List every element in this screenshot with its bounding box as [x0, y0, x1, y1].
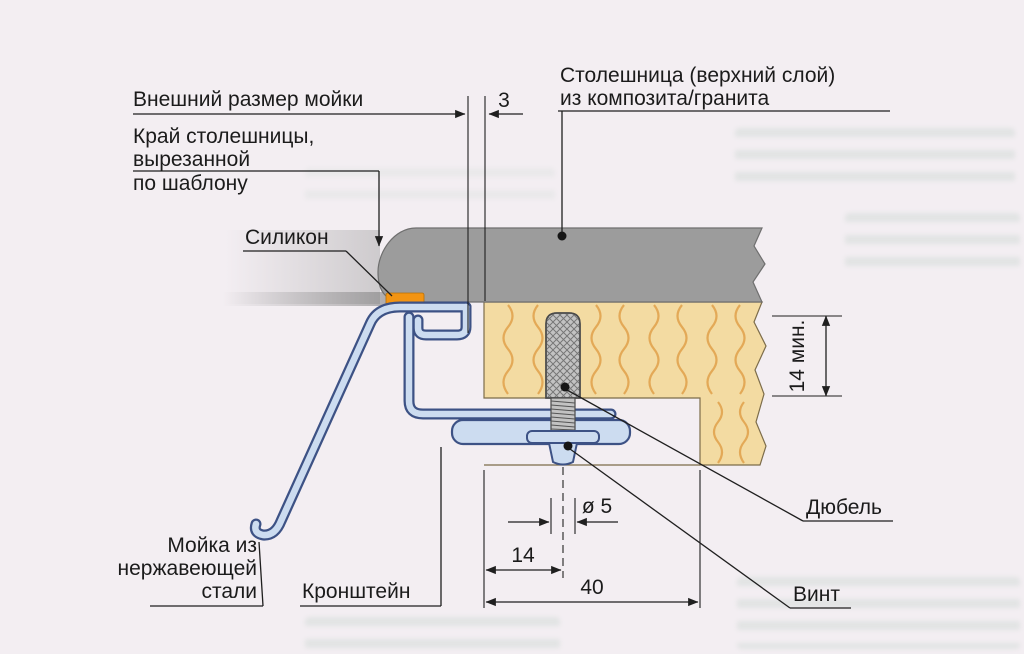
page-showthrough [737, 577, 1020, 649]
label-silicone: Силикон [245, 226, 329, 249]
sink-profile-fill [252, 303, 615, 539]
label-screw: Винт [793, 583, 840, 606]
page-showthrough [305, 168, 555, 208]
dim-value-14: 14 [511, 544, 535, 567]
dim-value-gap3: 3 [498, 89, 510, 112]
screw-shank [550, 397, 576, 433]
screw-head [547, 442, 579, 466]
label-countertop-line1: Столешница (верхний слой) [560, 64, 835, 87]
dim-value-14min: 14 мин. [786, 320, 809, 393]
label-sink-line3: стали [201, 580, 257, 603]
leader-silicone [345, 250, 393, 297]
leader-dot-screw [563, 441, 573, 451]
label-outer-sink-size: Внешний размер мойки [133, 88, 363, 111]
page-showthrough [735, 128, 1015, 190]
page-showthrough [845, 213, 1020, 271]
label-cut-edge-line2: вырезанной [133, 148, 250, 171]
edge-shadow-band [222, 292, 386, 306]
label-sink-line1: Мойка из [167, 534, 257, 557]
leader-screw [569, 448, 791, 609]
label-sink-line2: нержавеющей [118, 557, 257, 580]
leader-sink [258, 541, 264, 607]
label-cut-edge-line3: по шаблону [133, 172, 248, 195]
leader-dowel [566, 389, 804, 522]
wood-grain [502, 304, 750, 464]
label-dowel: Дюбель [806, 496, 882, 519]
label-countertop-line2: из композита/гранита [560, 87, 770, 110]
screw-washer [526, 430, 600, 444]
granite-top-layer [377, 227, 766, 303]
leader-dot-countertop [557, 231, 567, 241]
label-bracket: Кронштейн [302, 580, 410, 603]
label-cut-edge-line1: Край столешницы, [133, 125, 314, 148]
dim-value-d5: ø 5 [582, 495, 612, 518]
dowel-anchor [545, 312, 581, 399]
edge-shadow [225, 230, 380, 304]
dim-value-40: 40 [580, 576, 603, 599]
page-showthrough [305, 617, 560, 652]
leader-dot-dowel [560, 382, 570, 392]
